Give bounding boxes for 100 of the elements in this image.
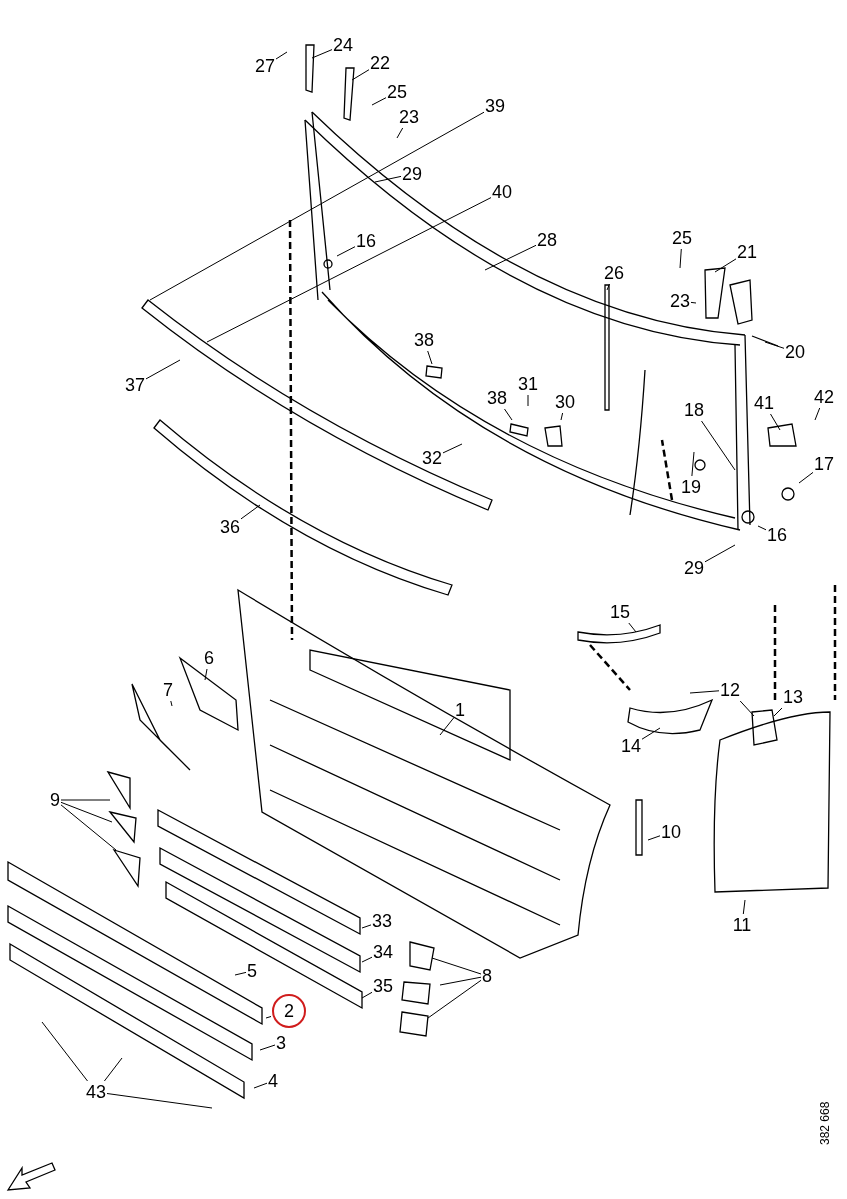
leader-line [560, 412, 564, 421]
callout-number: 39 [485, 96, 505, 116]
leader-line [484, 244, 537, 271]
leader-line [149, 111, 485, 301]
callout-number: 21 [737, 242, 757, 262]
callout-number: 25 [672, 228, 692, 248]
callout-number: 43 [86, 1082, 106, 1102]
leader-line [204, 668, 208, 681]
callout-number: 38 [414, 330, 434, 350]
leader-line [60, 799, 111, 801]
leader-line [814, 407, 821, 421]
leader-line [336, 246, 356, 257]
callout-number: 29 [402, 164, 422, 184]
leader-line [439, 976, 482, 986]
callout-number: 9 [50, 790, 60, 810]
callout-number: 31 [518, 374, 538, 394]
leader-line [265, 1016, 272, 1019]
leader-line [374, 175, 402, 183]
leader-line [689, 690, 720, 694]
leader-line [439, 717, 455, 736]
callout-number: 24 [333, 35, 353, 55]
callout-number: 23 [670, 291, 690, 311]
leader-line [647, 835, 661, 841]
leader-line [240, 504, 261, 520]
leader-line [628, 622, 637, 633]
callout-number: 17 [814, 454, 834, 474]
leader-line [690, 301, 697, 304]
leader-line [259, 1044, 276, 1051]
callout-number: 30 [555, 392, 575, 412]
leader-line [427, 979, 482, 1019]
callout-number: 38 [487, 388, 507, 408]
callout-number: 15 [610, 602, 630, 622]
callout-number: 8 [482, 966, 492, 986]
leader-line [431, 957, 482, 975]
callout-number: 33 [372, 911, 392, 931]
leader-line [773, 707, 783, 717]
leader-line [691, 451, 695, 477]
callout-number: 34 [373, 942, 393, 962]
leader-line [764, 341, 785, 349]
leader-line [361, 991, 373, 999]
callout-number: 5 [247, 961, 257, 981]
leader-line [60, 804, 117, 851]
callout-number: 36 [220, 517, 240, 537]
callout-number: 18 [684, 400, 704, 420]
callout-number: 10 [661, 822, 681, 842]
leader-line [41, 1021, 88, 1082]
leader-line [742, 899, 746, 915]
callout-number: 32 [422, 448, 442, 468]
callout-number: 25 [387, 82, 407, 102]
leader-line [275, 51, 288, 60]
leader-line [757, 525, 767, 531]
callout-number: 42 [814, 387, 834, 407]
leader-line [396, 127, 404, 139]
callout-number: 14 [621, 736, 641, 756]
leader-line [145, 359, 181, 380]
callout-number: 28 [537, 230, 557, 250]
callout-number: 1 [455, 700, 465, 720]
callout-number: 3 [276, 1033, 286, 1053]
callout-number: 22 [370, 53, 390, 73]
leader-line [714, 258, 737, 273]
leader-line [427, 350, 433, 365]
leader-line [701, 420, 736, 471]
callout-number: 23 [399, 107, 419, 127]
leader-line [60, 801, 113, 823]
callout-number: 40 [492, 182, 512, 202]
callout-number: 41 [754, 393, 774, 413]
callout-number: 27 [255, 56, 275, 76]
callout-number: 13 [783, 687, 803, 707]
leader-line [679, 248, 682, 269]
callout-number: 16 [767, 525, 787, 545]
leader-line [504, 408, 513, 421]
leader-line [770, 413, 781, 431]
leader-line [206, 197, 492, 343]
callout-number: 2 [272, 994, 306, 1028]
leader-line [311, 49, 333, 59]
callout-number: 7 [163, 680, 173, 700]
callout-number: 29 [684, 558, 704, 578]
leader-line [361, 924, 372, 929]
leader-line [704, 544, 736, 563]
callout-number: 11 [732, 915, 752, 935]
callout-number: 4 [268, 1071, 278, 1091]
leader-line [253, 1082, 268, 1089]
leader-line [234, 971, 247, 976]
leader-line [606, 283, 610, 291]
callout-number: 6 [204, 648, 214, 668]
callout-number: 35 [373, 976, 393, 996]
callout-number: 20 [785, 342, 805, 362]
callout-number: 26 [604, 263, 624, 283]
leader-line [798, 471, 814, 484]
callout-number: 12 [720, 680, 740, 700]
leader-line [361, 956, 373, 963]
leader-line [739, 700, 755, 717]
leader-line [442, 443, 463, 454]
callout-number: 16 [356, 231, 376, 251]
leader-line [351, 69, 370, 81]
leader-line [170, 700, 173, 707]
leader-line [103, 1057, 123, 1082]
leader-line [371, 97, 387, 106]
leader-line [527, 394, 529, 407]
callout-number: 19 [681, 477, 701, 497]
